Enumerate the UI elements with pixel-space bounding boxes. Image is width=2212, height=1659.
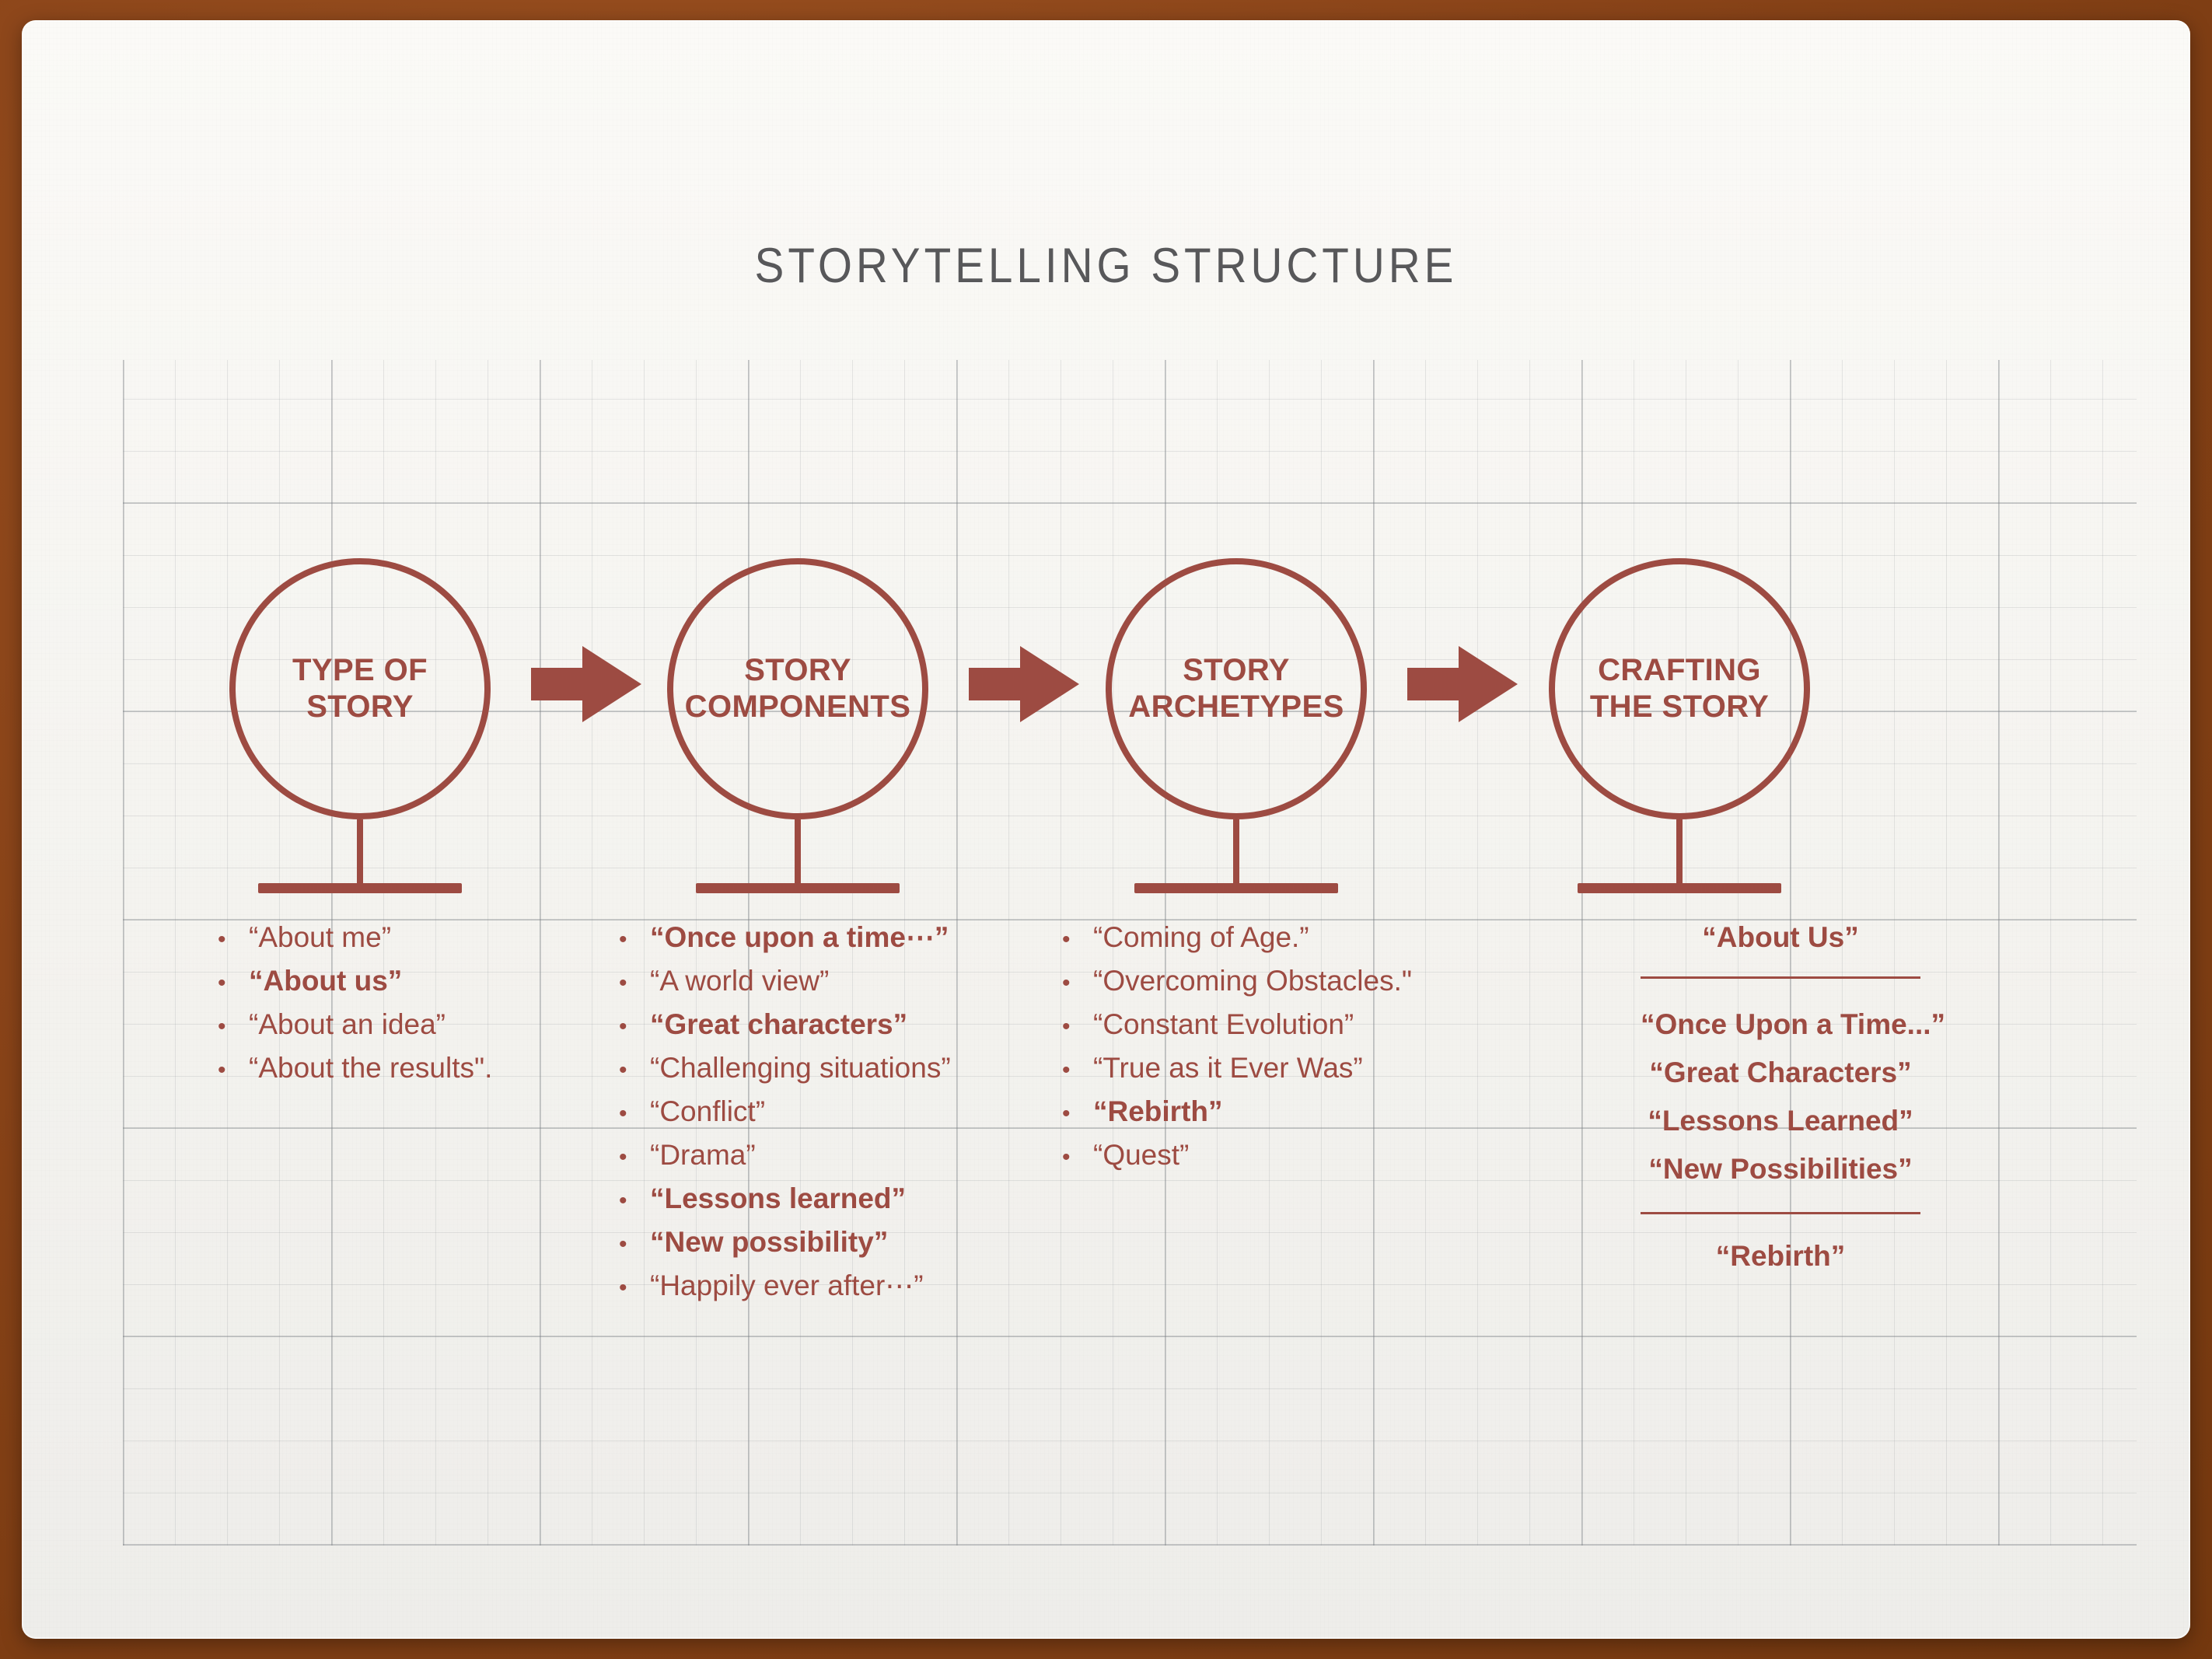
list-item-label: “Lessons learned” [650, 1182, 907, 1214]
list-item: • “About an idea” [218, 1003, 492, 1046]
list-item: • “Happily ever after⋯” [619, 1264, 951, 1308]
list-item-label: “A world view” [650, 965, 830, 997]
node-circle [667, 558, 928, 819]
node-circle [229, 558, 491, 819]
arrow-right-icon [969, 646, 1079, 722]
summary-divider-bottom [1641, 1212, 1920, 1214]
crafting-the-story-summary: “About Us” “Once Upon a Time...” “Great C… [1641, 916, 1946, 1278]
bullet-icon: • [619, 970, 627, 996]
paper-card: STORYTELLING STRUCTURE TYPE OF STORY STOR… [22, 20, 2190, 1639]
node-label: STORY ARCHETYPES [1128, 652, 1344, 724]
node-circle [1549, 558, 1810, 819]
summary-divider-top [1641, 976, 1920, 979]
bullet-icon: • [1062, 1101, 1071, 1126]
list-item-label: “About the results". [249, 1052, 493, 1084]
bullet-icon: • [218, 1057, 226, 1083]
summary-item: “Once Upon a Time...” [1641, 1008, 1946, 1040]
list-item-label: “New possibility” [650, 1226, 889, 1258]
page-title: STORYTELLING STRUCTURE [754, 239, 1458, 293]
column-story-archetypes: • “Coming of Age.” • “Overcoming Obstacles.… [1062, 916, 1412, 1177]
bullet-icon: • [619, 1188, 627, 1214]
column-story-components: • “Once upon a time⋯” • “A world view” • “Gre… [619, 916, 951, 1308]
node-stem [357, 819, 363, 889]
summary-heading: “About Us” [1702, 921, 1859, 953]
list-item-label: “Rebirth” [1093, 1095, 1223, 1127]
list-item: • “True as it Ever Was” [1062, 1046, 1412, 1090]
bullet-icon: • [1062, 1057, 1071, 1083]
summary-item: “Great Characters” [1649, 1057, 1912, 1088]
node-base-line [1578, 883, 1781, 893]
bullet-icon: • [619, 1101, 627, 1126]
bullet-icon: • [619, 1144, 627, 1170]
node-base-line [1134, 883, 1338, 893]
list-item-label: “About us” [249, 965, 403, 997]
bullet-icon: • [619, 1275, 627, 1301]
summary-item-list: “Once Upon a Time...” “Great Characters” “… [1641, 1001, 1946, 1193]
list-item: • “Constant Evolution” [1062, 1003, 1412, 1046]
node-base-line [696, 883, 900, 893]
list-item: • “Challenging situations” [619, 1046, 951, 1090]
node-label: CRAFTING THE STORY [1589, 652, 1770, 724]
node-circle [1106, 558, 1367, 819]
node-type-of-story[interactable]: TYPE OF STORY [229, 558, 491, 893]
list-item: • “About me” [218, 916, 492, 959]
node-story-components[interactable]: STORY COMPONENTS [667, 558, 928, 893]
list-item-label: “Conflict” [650, 1095, 766, 1127]
bullet-icon: • [619, 1057, 627, 1083]
list-item: • “Overcoming Obstacles." [1062, 959, 1412, 1003]
node-label: TYPE OF STORY [292, 652, 428, 724]
list-item: • “Once upon a time⋯” [619, 916, 951, 959]
list-item: • “Quest” [1062, 1133, 1412, 1177]
arrow-right-icon [1407, 646, 1518, 722]
node-stem [1676, 819, 1683, 889]
summary-footer: “Rebirth” [1715, 1240, 1846, 1272]
column-type-of-story: • “About me” • “About us” • “About an idea” • “… [218, 916, 492, 1090]
bullet-icon: • [1062, 1144, 1071, 1170]
node-stem [1233, 819, 1239, 889]
list-item-label: “True as it Ever Was” [1093, 1052, 1363, 1084]
list-item: • “A world view” [619, 959, 951, 1003]
list-item: • “About us” [218, 959, 492, 1003]
list-item-label: “Constant Evolution” [1093, 1008, 1354, 1040]
bullet-icon: • [218, 927, 226, 952]
list-item-label: “About an idea” [249, 1008, 446, 1040]
bullet-icon: • [218, 970, 226, 996]
bullet-icon: • [619, 1231, 627, 1257]
list-item: • “New possibility” [619, 1221, 951, 1264]
list-item-label: “Great characters” [650, 1008, 908, 1040]
list-item: • “Lessons learned” [619, 1177, 951, 1221]
list-item-label: “Quest” [1093, 1139, 1190, 1171]
list-item: • “Rebirth” [1062, 1090, 1412, 1133]
bullet-icon: • [1062, 1014, 1071, 1039]
list-item-label: “Challenging situations” [650, 1052, 951, 1084]
arrow-right-icon [531, 646, 641, 722]
node-stem [795, 819, 801, 889]
summary-item: “New Possibilities” [1648, 1153, 1913, 1185]
list-item-label: “Once upon a time⋯” [650, 921, 949, 953]
list-item: • “Coming of Age.” [1062, 916, 1412, 959]
list-item-label: “About me” [249, 921, 392, 953]
list-item-label: “Drama” [650, 1139, 756, 1171]
node-crafting-the-story[interactable]: CRAFTING THE STORY [1549, 558, 1810, 893]
list-item-label: “Happily ever after⋯” [650, 1270, 924, 1301]
node-base-line [258, 883, 462, 893]
bullet-icon: • [218, 1014, 226, 1039]
list-item: • “Great characters” [619, 1003, 951, 1046]
node-label: STORY COMPONENTS [684, 652, 911, 724]
bullet-icon: • [619, 1014, 627, 1039]
bullet-icon: • [1062, 927, 1071, 952]
summary-item: “Lessons Learned” [1648, 1105, 1913, 1137]
list-item: • “Conflict” [619, 1090, 951, 1133]
bullet-icon: • [619, 927, 627, 952]
list-item: • “About the results". [218, 1046, 492, 1090]
node-story-archetypes[interactable]: STORY ARCHETYPES [1106, 558, 1367, 893]
list-item-label: “Overcoming Obstacles." [1093, 965, 1412, 997]
bullet-icon: • [1062, 970, 1071, 996]
list-item: • “Drama” [619, 1133, 951, 1177]
list-item-label: “Coming of Age.” [1093, 921, 1309, 953]
